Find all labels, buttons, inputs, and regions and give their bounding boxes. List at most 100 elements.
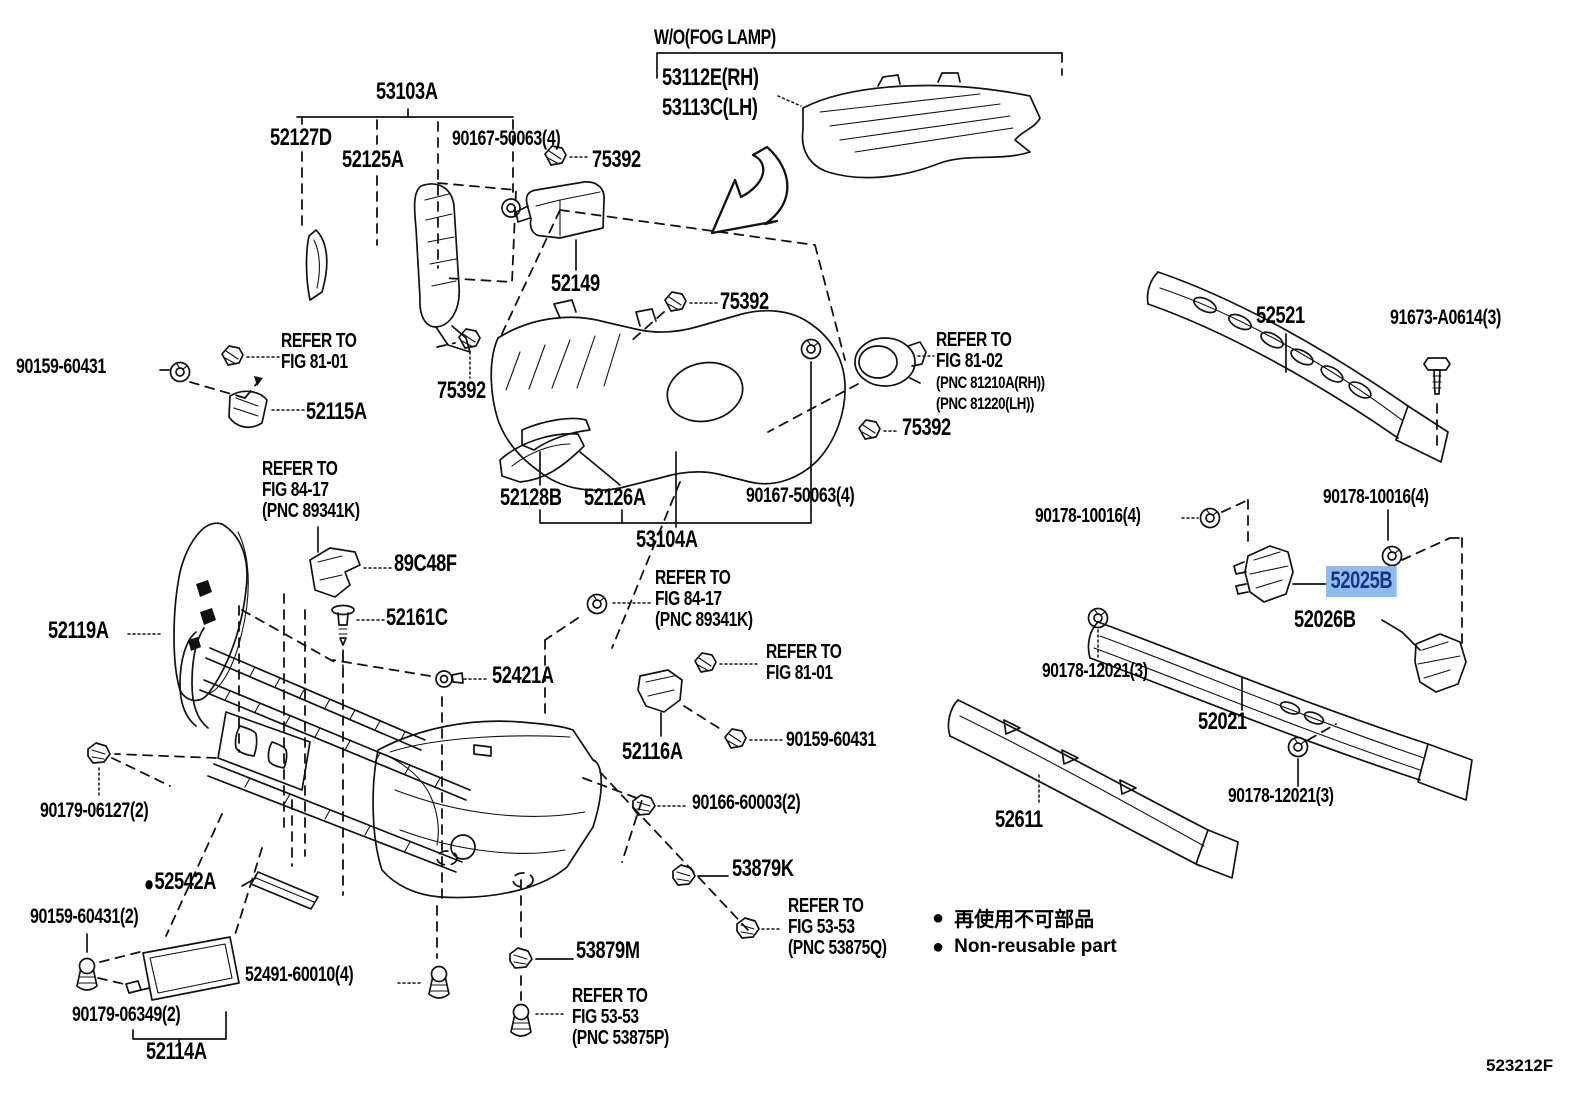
refer-line: (PNC 81210A(RH)) [936, 373, 1045, 392]
support-52125a-art [413, 182, 521, 353]
part-label-52026b[interactable]: 52026B [1294, 606, 1356, 633]
support-53104a-art [490, 209, 846, 649]
part-label-52114a[interactable]: 52114A [146, 1038, 207, 1065]
part-label-53113c[interactable]: 53113C(LH) [662, 94, 758, 121]
part-label-52161c[interactable]: 52161C [386, 604, 448, 631]
part-label-53112e[interactable]: 53112E(RH) [662, 64, 759, 91]
part-label-52421a[interactable]: 52421A [492, 662, 554, 689]
refer-line: REFER TO [936, 329, 1012, 351]
refer-line: REFER TO [262, 458, 338, 480]
pad-52542a-art [241, 871, 319, 910]
refer-line: FIG 84-17 [655, 588, 722, 610]
section-label-wo-fog-lamp: W/O(FOG LAMP) [654, 26, 776, 49]
figure-code: 523212F [1486, 1056, 1554, 1075]
bracket-52116a-art [637, 669, 723, 737]
license-bracket-52114a-art [86, 933, 240, 1049]
part-label-90167-50063-top[interactable]: 90167-50063(4) [452, 127, 561, 150]
part-label-52521[interactable]: 52521 [1256, 302, 1305, 329]
part-label-53879m[interactable]: 53879M [576, 937, 640, 964]
refer-fig-81-02[interactable]: REFER TO FIG 81-02 (PNC 81210A(RH)) (PNC… [936, 330, 1045, 414]
refer-line: REFER TO [788, 895, 864, 917]
screw-75392-mid-icon [629, 291, 718, 343]
absorber-52611-art [947, 699, 1239, 879]
part-label-53103a[interactable]: 53103A [376, 78, 438, 105]
non-reusable-dot: ● [932, 906, 945, 929]
part-label-89c48f[interactable]: 89C48F [394, 550, 457, 577]
screw-75392-top-icon [544, 145, 590, 166]
clip-52421a-icon [435, 670, 490, 688]
part-label-52126a[interactable]: 52126A [584, 484, 646, 511]
hook-89c48f-art [309, 526, 393, 598]
part-label-53879k[interactable]: 53879K [732, 855, 794, 882]
refer-line: REFER TO [281, 330, 357, 352]
non-reusable-dot: ● [932, 935, 945, 958]
bracket-52115a-art [228, 390, 305, 429]
bolt-52491-icon [397, 965, 450, 999]
screw-refer8101-left-icon [221, 345, 280, 366]
support-52521-art [1146, 271, 1449, 463]
part-label-90159-60431-mid[interactable]: 90159-60431 [786, 728, 876, 751]
refer-fig-81-01-left[interactable]: REFER TO FIG 81-01 [281, 330, 357, 373]
part-label-52491-60010[interactable]: 52491-60010(4) [245, 963, 354, 986]
part-label-90179-06349[interactable]: 90179-06349(2) [72, 1003, 181, 1026]
part-label-75392-left[interactable]: 75392 [437, 377, 486, 404]
screw-refer8101-mid-icon [694, 652, 761, 673]
refer-fig-81-01-mid[interactable]: REFER TO FIG 81-01 [766, 642, 842, 684]
refer-line: FIG 53-53 [572, 1006, 639, 1028]
refer-fig-53-53-q[interactable]: REFER TO FIG 53-53 (PNC 53875Q) [788, 895, 887, 959]
part-label-52611[interactable]: 52611 [995, 806, 1043, 833]
part-label-52115a[interactable]: 52115A [306, 398, 367, 425]
part-label-75392-top[interactable]: 75392 [592, 146, 641, 173]
garnish-52126a-art [499, 432, 621, 486]
refer-line: FIG 81-02 [936, 350, 1003, 372]
legend-text-en: Non-reusable part [954, 935, 1117, 957]
refer-line: REFER TO [655, 567, 731, 589]
nut-90178-12021-left-icon [1087, 607, 1109, 659]
clip-fig5353q-icon [736, 917, 783, 939]
refer-fig-53-53-p[interactable]: REFER TO FIG 53-53 (PNC 53875P) [572, 986, 669, 1049]
part-label-75392-right[interactable]: 75392 [902, 414, 951, 441]
refer-line: (PNC 89341K) [655, 609, 753, 631]
grommet-90167-mid-icon [800, 338, 822, 360]
bracket-row-53104a-lines [539, 361, 812, 528]
part-label-90178-10016-left[interactable]: 90178-10016(4) [1035, 505, 1141, 527]
part-label-52125a[interactable]: 52125A [342, 146, 404, 173]
non-reusable-dot: ● [144, 871, 154, 896]
nut-90178-10016-right-icon [1381, 509, 1463, 646]
part-label-52025b-highlighted[interactable]: 52025B [1326, 566, 1397, 597]
bracket-52026b-art [1381, 619, 1467, 693]
bracket-53103a-lines [296, 108, 514, 269]
part-label-90159-60431-left[interactable]: 90159-60431 [16, 355, 106, 378]
part-label-90179-06127[interactable]: 90179-06127(2) [40, 799, 149, 822]
part-label-90167-50063-mid[interactable]: 90167-50063(4) [746, 484, 855, 507]
clip-90166-icon [632, 794, 689, 816]
part-label-52149[interactable]: 52149 [551, 270, 600, 297]
part-label-90166-60003[interactable]: 90166-60003(2) [692, 791, 801, 814]
part-label-52127d[interactable]: 52127D [270, 124, 332, 151]
part-label-53104a[interactable]: 53104A [636, 526, 698, 553]
part-label-52021[interactable]: 52021 [1198, 708, 1247, 735]
bumper-cover-art [179, 627, 603, 899]
part-label-52542a[interactable]: ●52542A [144, 868, 216, 897]
part-label-91673[interactable]: 91673-A0614(3) [1390, 306, 1501, 329]
screw-75392-right-icon [858, 419, 900, 440]
refer-line: FIG 81-01 [281, 351, 348, 373]
part-label-90178-12021-left[interactable]: 90178-12021(3) [1042, 660, 1148, 682]
part-label-90159-60431-2[interactable]: 90159-60431(2) [30, 905, 139, 928]
clip-53879m-icon [509, 947, 574, 969]
refer-line: FIG 84-17 [262, 479, 329, 501]
part-label-90178-10016-right[interactable]: 90178-10016(4) [1323, 486, 1429, 508]
refer-line: (PNC 81220(LH)) [936, 394, 1035, 413]
part-label-52128b[interactable]: 52128B [500, 484, 562, 511]
part-label-52116a[interactable]: 52116A [622, 738, 683, 765]
refer-fig-84-17-left[interactable]: REFER TO FIG 84-17 (PNC 89341K) [262, 459, 360, 522]
part-label-90178-12021-right[interactable]: 90178-12021(3) [1228, 785, 1334, 807]
direction-arrow [710, 145, 789, 235]
part-label-52119a[interactable]: 52119A [48, 617, 109, 644]
cover-52149-art [515, 181, 605, 271]
pin-52161c-icon [331, 604, 385, 669]
refer-fig-84-17-mid[interactable]: REFER TO FIG 84-17 (PNC 89341K) [655, 568, 753, 631]
part-label-75392-mid[interactable]: 75392 [720, 288, 769, 315]
bolt-91673-icon [1423, 357, 1451, 447]
